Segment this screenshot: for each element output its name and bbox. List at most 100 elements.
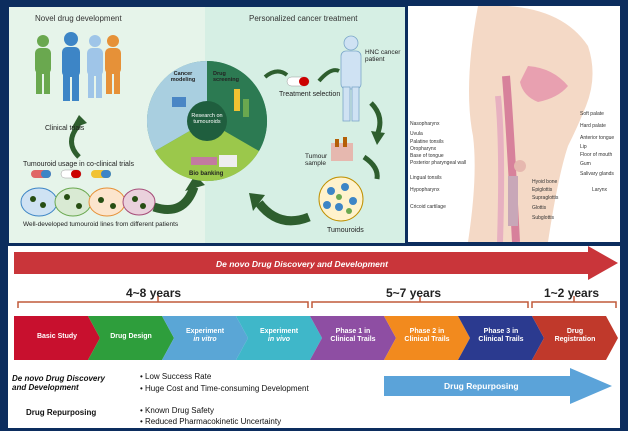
stage-chevron (532, 316, 618, 360)
anatomy-right-label: Floor of mouth (580, 152, 613, 158)
denovo-bullet-2: • Huge Cost and Time-consuming Developme… (140, 384, 309, 393)
anatomy-right-label: Hard palate (580, 123, 606, 129)
repurposing-banner-arrow (384, 368, 612, 404)
drug-screening-label: Drug screening (213, 71, 239, 84)
cancer-modeling-label: Cancer modeling (170, 71, 196, 84)
anatomy-left-label: Base of tongue (410, 153, 444, 159)
denovo-banner-label: De novo Drug Discovery and Development (216, 259, 388, 269)
stage-label-line1: Basic Study (36, 333, 78, 340)
arrow-icon (362, 154, 380, 180)
tumouroids-icon (318, 176, 364, 222)
anatomy-right-label: Soft palate (580, 111, 604, 117)
repurposing-bullet-2-text: Reduced Pharmacokinetic Uncertainty (145, 417, 282, 426)
timeline-graphics (14, 246, 618, 404)
stage-label: Basic Study (18, 333, 96, 341)
anatomy-larynx-label: Hyoid bone (532, 179, 558, 185)
duration-brackets (17, 296, 617, 308)
clinical-trials-label: Clinical trials (45, 125, 85, 132)
denovo-banner-arrow (14, 246, 618, 280)
stage-label-line2: Clinical Trails (404, 336, 450, 344)
anatomy-larynx-label: Subglottis (532, 215, 554, 221)
tumouroid-usage-label: Tumouroid usage in co-clinical trials (23, 161, 135, 168)
stage-label-line2: Clinical Trails (330, 336, 376, 344)
stage-label-line2: Registration (554, 336, 596, 344)
denovo-bullet-2-text: Huge Cost and Time-consuming Development (145, 384, 309, 393)
years-duration-3: 1~2 years (544, 286, 600, 300)
tumouroid-lines-label: Well-developed tumouroid lines from diff… (23, 221, 179, 228)
anatomy-left-label: Posterior pharyngeal wall (410, 160, 467, 166)
anatomy-left-label: Lingual tonsils (410, 175, 442, 181)
stage-label-line1: Drug Design (110, 333, 152, 340)
anatomy-right-label: Lip (580, 144, 587, 150)
stage-label: Drug Design (92, 333, 170, 341)
anatomy-left-label: Palatine tonsils (410, 139, 444, 145)
tumouroid-panel: Novel drug development Personalized canc… (8, 6, 406, 244)
stage-chevron (88, 316, 174, 360)
stage-label-line1: Phase 1 in (335, 328, 371, 335)
stage-chevron (458, 316, 544, 360)
research-circle (146, 60, 268, 182)
stage-chevrons (14, 316, 618, 360)
stage-chevron (14, 316, 100, 360)
tumouroid-lines-icon (20, 187, 156, 217)
drug-development-timeline-panel: De novo Drug Discovery and Development 4… (8, 246, 620, 428)
tumour-sample-icon (331, 137, 353, 161)
repurposing-banner-label: Drug Repurposing (444, 381, 519, 391)
stage-chevron (236, 316, 322, 360)
novel-drug-title: Novel drug development (35, 14, 122, 23)
denovo-bullet-1: • Low Success Rate (140, 372, 212, 381)
anatomy-larynx-label: Glottis (532, 205, 547, 211)
tumouroid-illustration (20, 32, 385, 226)
denovo-bullet-1-text: Low Success Rate (145, 372, 212, 381)
patient-label: HNC cancer patient (365, 49, 401, 64)
years-duration-1: 4~8 years (126, 286, 182, 300)
curved-arrow-icon (255, 200, 311, 226)
anatomy-left-label: Oropharynx (410, 146, 437, 152)
anatomy-left-label: Uvula (410, 131, 423, 137)
stage-label-line1: Experiment (259, 328, 299, 335)
arrow-icon (263, 69, 289, 79)
denovo-heading-line1: De novo Drug Discovery (12, 374, 105, 383)
years-duration-2: 5~7 years (386, 286, 442, 300)
anatomy-left-label: Hypopharynx (410, 187, 440, 193)
bio-banking-label: Bio banking (189, 171, 224, 177)
anatomy-left-label: Nasopharynx (410, 121, 440, 127)
research-center-label: Research on tumouroids (191, 113, 223, 126)
stage-label-line1: Phase 3 in (483, 328, 519, 335)
stage-label-line1: Drug (566, 328, 584, 335)
anatomy-right-label: Salivary glands (580, 171, 614, 177)
anatomy-larynx-label: Supraglottis (532, 195, 559, 201)
repurposing-bullet-1-text: Known Drug Safety (145, 406, 214, 415)
curved-arrow-icon (152, 185, 199, 214)
anatomy-right-label: Gum (580, 161, 591, 167)
anatomy-larynx-label: Epiglottis (532, 187, 553, 193)
stage-chevron (162, 316, 248, 360)
arrow-icon (369, 101, 383, 137)
denovo-heading-line2: and Development (12, 383, 79, 393)
stage-label-line1: Phase 2 in (409, 328, 445, 335)
tumouroids-label: Tumouroids (327, 227, 364, 234)
treatment-selection-label: Treatment selection (279, 91, 341, 98)
stage-chevron (384, 316, 470, 360)
denovo-heading: De novo Drug Discovery and Development (12, 374, 105, 392)
repurposing-heading: Drug Repurposing (26, 408, 97, 417)
stage-label-line1: Experiment (185, 328, 225, 335)
repurposing-bullet-2: • Reduced Pharmacokinetic Uncertainty (140, 417, 282, 426)
anatomy-right-label: Anterior tongue (580, 135, 615, 141)
stage-label-line2: in vivo (267, 336, 291, 344)
stage-label-line2: Clinical Trails (478, 336, 524, 344)
tumour-sample-label: Tumour sample (305, 153, 328, 168)
patient-icon (340, 35, 362, 122)
arrow-icon (317, 68, 340, 83)
anatomy-left-label: Cricoid cartilage (410, 204, 446, 210)
stage-label-line2: in vitro (193, 336, 217, 344)
larynx-label: Larynx (592, 187, 608, 193)
repurposing-bullet-1: • Known Drug Safety (140, 406, 214, 415)
